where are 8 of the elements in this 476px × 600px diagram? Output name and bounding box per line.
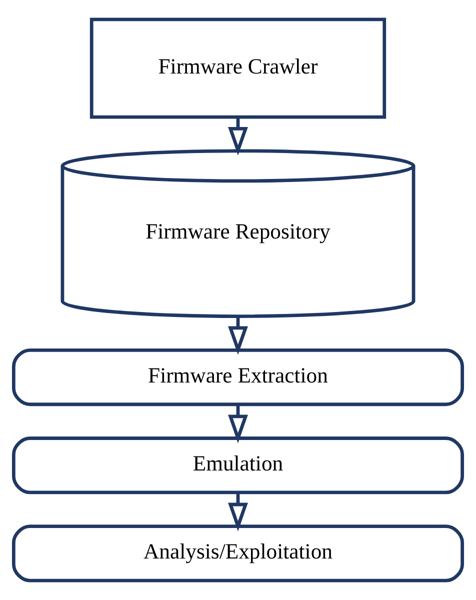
node-box: Emulation	[12, 436, 464, 494]
arrow	[228, 404, 248, 444]
arrow	[228, 316, 248, 355]
arrow	[228, 492, 248, 532]
node-box: Firmware Extraction	[12, 348, 464, 406]
node-box: Firmware Crawler	[90, 18, 386, 119]
node-box: Analysis/Exploitation	[12, 524, 464, 582]
arrow	[228, 117, 248, 156]
